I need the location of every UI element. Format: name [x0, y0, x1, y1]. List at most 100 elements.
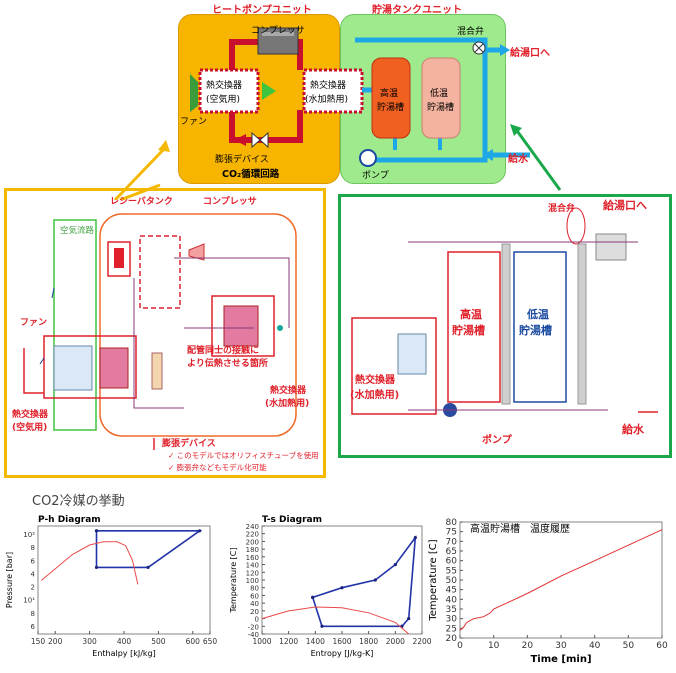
x-tick-label: 500: [151, 637, 166, 646]
y-tick-label: 40: [250, 600, 259, 608]
right-model-frame: [338, 194, 672, 458]
hx-water-model-label-1: 熱交換器: [270, 386, 307, 396]
x-axis-label: Enthalpy [kJ/kg]: [92, 649, 155, 658]
x-tick-label: 40: [589, 641, 601, 651]
y-tick-label: 25: [446, 624, 457, 634]
tank-high-model-label-2: 貯湯槽: [452, 324, 485, 337]
x-tick-label: 1200: [279, 637, 298, 646]
hx-water-label-2: (水加熱用): [305, 95, 349, 105]
hx-water-label-1: 熱交換器: [310, 81, 347, 91]
pump-icon: [359, 149, 377, 167]
data-point: [407, 616, 411, 621]
contact-label-1: 配管同士の接触に: [187, 346, 260, 356]
y-axis-label: Temperature [C]: [428, 539, 439, 621]
compressor-model-label: コンプレッサ: [203, 197, 257, 207]
y-tick-label: -20: [248, 623, 259, 631]
mixing-valve-label: 混合弁: [457, 27, 485, 37]
fan-label: ファン: [180, 117, 208, 127]
receiver-label: レシーバタンク: [110, 197, 173, 207]
y-tick-label: 80: [446, 518, 458, 528]
x-tick-label: 10: [488, 641, 500, 651]
y-tick-label: 75: [446, 528, 457, 538]
y-tick-label: 240: [246, 523, 259, 531]
data-point: [198, 529, 202, 533]
load-icon: [595, 233, 627, 261]
data-point: [94, 565, 99, 569]
x-axis-label: Entropy [J/kg-K]: [311, 649, 374, 658]
refrigerant-loop-frame: [99, 213, 297, 437]
y-tick-label: 20: [446, 634, 458, 644]
co2-flow-arrow-icon: [234, 134, 246, 146]
hx-air-icon: [198, 68, 260, 114]
outlet-label: 給湯口へ: [510, 48, 550, 59]
y-tick-label: 40: [446, 595, 458, 605]
hx-air-label-2: (空気用): [206, 95, 241, 105]
x-tick-label: 1400: [306, 637, 325, 646]
tank-high-label-2: 貯湯槽: [377, 103, 405, 113]
y-tick-label: 220: [246, 531, 259, 539]
x-tick-label: 2200: [412, 637, 431, 646]
data-point: [94, 529, 99, 533]
series-line: [41, 541, 139, 585]
contact-highlight: [139, 235, 181, 309]
x-tick-label: 600: [186, 637, 201, 646]
tank-high-icon: [371, 57, 411, 139]
x-tick-label: 1800: [359, 637, 378, 646]
receiver-icon: [114, 248, 124, 268]
series-line: [261, 606, 410, 635]
tank-unit-title: 貯湯タンクユニット: [372, 5, 462, 16]
y-tick-label: 140: [246, 562, 259, 570]
x-tick-label: 20: [522, 641, 534, 651]
y-tick-label: 4: [31, 570, 36, 578]
pump-label: ポンプ: [362, 171, 389, 181]
data-point: [311, 595, 315, 599]
y-tick-label: 20: [250, 608, 259, 616]
plot-area: [459, 521, 663, 639]
supply-arrow-icon: [483, 149, 493, 161]
expansion-valve-icon: [251, 131, 269, 149]
right-model-diagram: [351, 207, 658, 417]
heat-pump-unit-title: ヒートポンプユニット: [212, 5, 312, 16]
top-flow-diagram: [113, 27, 562, 200]
x-tick-label: 200: [48, 637, 63, 646]
data-point: [146, 565, 150, 569]
y-tick-label: 100: [246, 577, 259, 585]
y-axis-label: Temperature [C]: [229, 547, 238, 613]
y-tick-label: 6: [31, 557, 36, 565]
tank-high-highlight: [447, 251, 501, 403]
hx-water-model-label-2: (水加熱用): [265, 399, 310, 409]
hx-water-highlight: [211, 295, 275, 357]
hx-air-label-1: 熱交換器: [206, 81, 243, 91]
y-tick-label: 200: [246, 538, 259, 546]
fan-model-label: ファン: [20, 318, 48, 328]
x-tick-label: 150: [31, 637, 46, 646]
y-tick-label: 45: [446, 586, 457, 596]
x-tick-label: 400: [117, 637, 132, 646]
expansion-label: 膨張デバイス: [215, 155, 269, 165]
y-tick-label: 50: [446, 576, 458, 586]
x-tick-label: 0: [457, 641, 463, 651]
compressor-label: コンプレッサ: [251, 26, 305, 36]
tank-low-label-2: 貯湯槽: [427, 103, 455, 113]
y-tick-label: 8: [31, 544, 35, 552]
x-tick-label: 1000: [252, 637, 271, 646]
note-1: ✓ このモデルではオリフィスチューブを使用: [168, 451, 319, 460]
y-tick-label: 160: [246, 554, 259, 562]
x-tick-label: 2000: [386, 637, 405, 646]
evaporator-icon: [53, 345, 93, 391]
y-tick-label: 120: [246, 569, 259, 577]
y-tick-label: 10¹: [23, 597, 35, 605]
air-flow-frame: [53, 219, 97, 431]
x-axis-label: Time [min]: [530, 654, 591, 665]
plot-area: [261, 525, 423, 635]
y-tick-label: 2: [31, 584, 35, 592]
outlet-model-label: 給湯口へ: [603, 199, 647, 212]
hx-water-right-label-1: 熱交換器: [355, 375, 395, 386]
y-tick-label: 80: [250, 585, 259, 593]
data-point: [413, 535, 417, 540]
x-tick-label: 50: [623, 641, 635, 651]
left-model-frame: [4, 188, 326, 478]
